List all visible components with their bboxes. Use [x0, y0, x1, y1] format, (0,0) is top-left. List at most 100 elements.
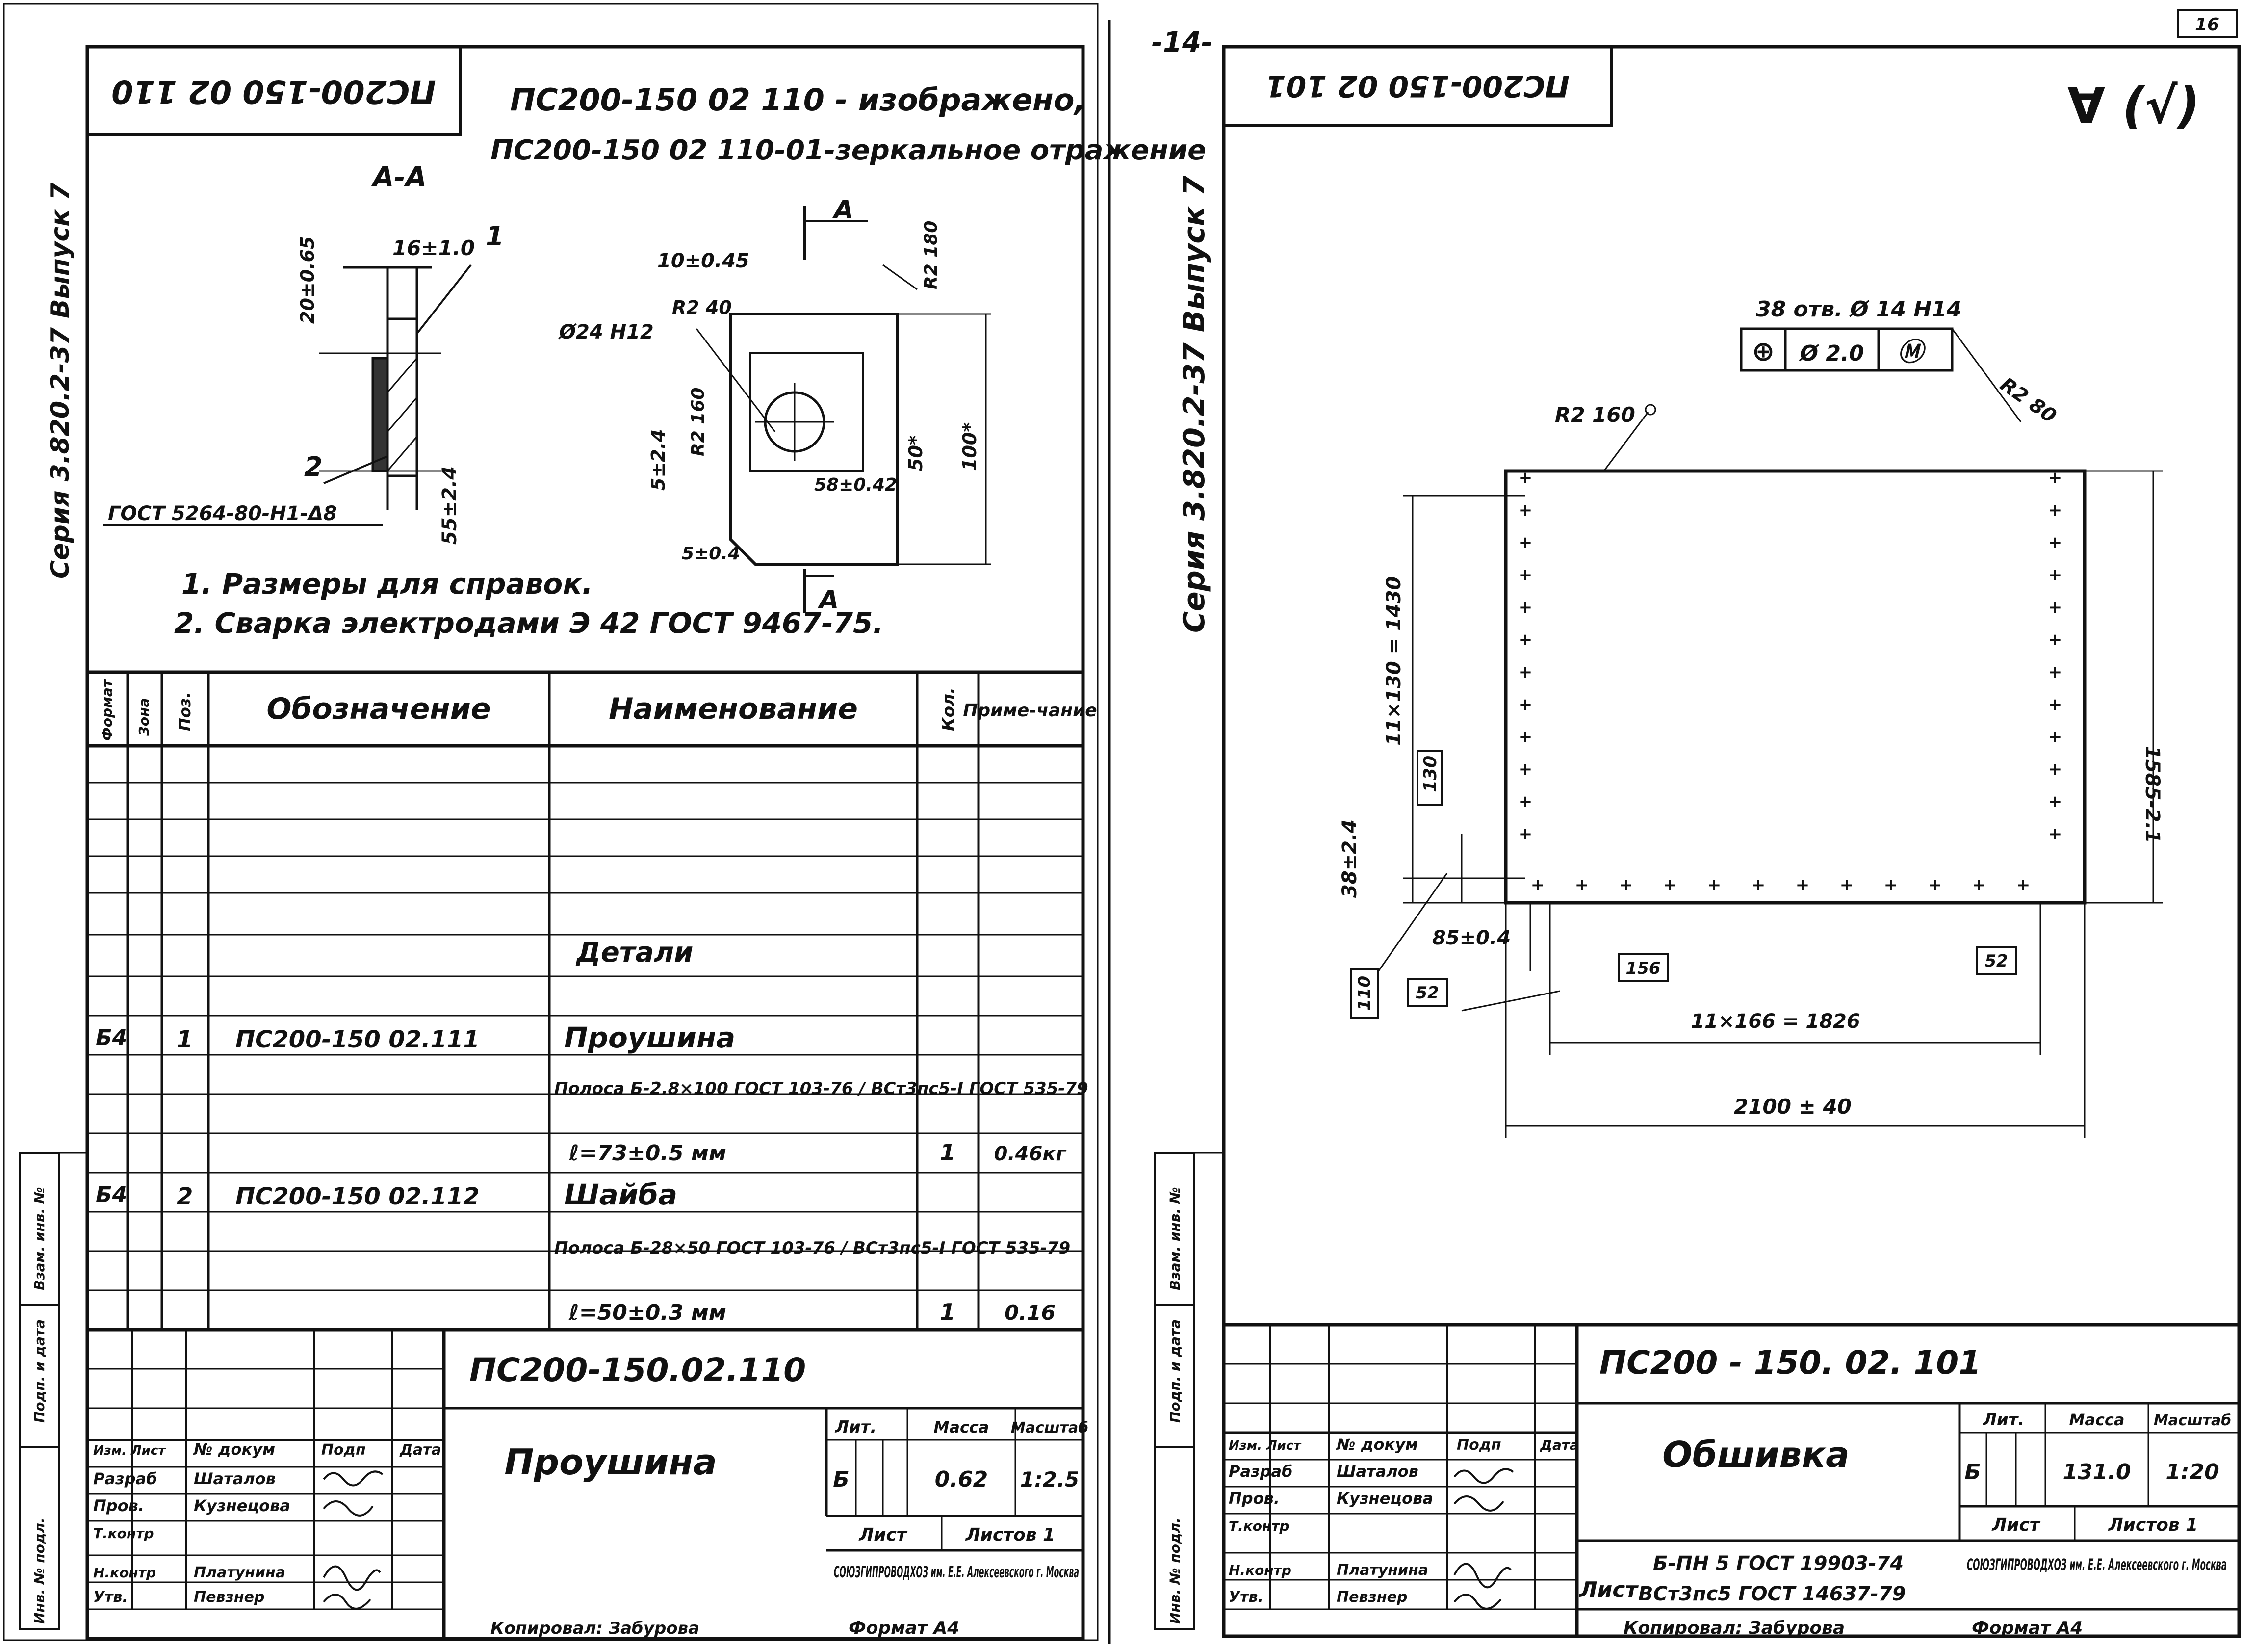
dim-d9: 50* — [905, 435, 927, 471]
left-side-series: Серия 3.820.2-37 Выпуск 7 — [46, 182, 75, 579]
hole-mark: + — [1519, 468, 1533, 488]
left-sheet-label: Лист — [858, 1525, 907, 1545]
left-name-utv: Певзнер — [194, 1589, 264, 1606]
hole-mark: + — [2048, 500, 2062, 520]
right-lit-header: Лит. — [1983, 1410, 2025, 1430]
corner-stamp: 16 — [2195, 15, 2219, 35]
dim-38: 38±2.4 — [1339, 819, 1361, 898]
left-format: Формат А4 — [849, 1618, 959, 1638]
dim-d5: R2 180 — [921, 221, 941, 289]
tol-modifier: Ⓜ — [1898, 338, 1927, 367]
hole-mark: + — [1707, 875, 1722, 895]
spec-row-name: Проушина — [564, 1021, 735, 1054]
hole-mark: + — [1840, 875, 1854, 895]
hole-mark: + — [2048, 598, 2062, 617]
left-sheets-count: Листов 1 — [965, 1525, 1055, 1545]
section-mark-top: А — [832, 195, 853, 225]
note-1: 1. Размеры для справок. — [181, 567, 593, 601]
right-lit: Б — [1964, 1460, 1981, 1485]
leader-2: 2 — [304, 451, 323, 482]
right-mass: 131.0 — [2062, 1460, 2131, 1485]
hole-marks: ++++++++++++++++++++++++++++++++++++ — [1519, 468, 2062, 895]
spec-row-designation: ПС200-150 02.111 — [235, 1026, 480, 1053]
spec-row-name: Полоса Б-2.8×100 ГОСТ 103-76 / ВСт3пс5-I… — [554, 1079, 1088, 1099]
hole-mark: + — [1796, 875, 1810, 895]
dim-d11: 5±0.4 — [682, 544, 740, 564]
spec-row-format: Б4 — [96, 1025, 127, 1050]
dim-d8: 58±0.42 — [814, 475, 897, 495]
spec-row-name: Полоса Б-28×50 ГОСТ 103-76 / ВСт3пс5-I Г… — [554, 1238, 1070, 1258]
right-stamp-vzam: Взам. инв. № — [1167, 1187, 1183, 1290]
hole-mark: + — [1752, 875, 1766, 895]
right-name-utv: Певзнер — [1337, 1589, 1407, 1606]
right-copied: Копировал: Забурова — [1624, 1618, 1845, 1638]
spec-row-pos: 2 — [177, 1183, 193, 1210]
hole-mark: + — [1663, 875, 1677, 895]
spec-row-name: ℓ=73±0.5 мм — [568, 1141, 726, 1166]
right-role-tkontr: Т.контр — [1229, 1518, 1289, 1534]
dim-110: 110 — [1355, 976, 1374, 1011]
right-stamp-podp: Подп. и дата — [1167, 1319, 1183, 1423]
left-sheet-border — [85, 45, 1085, 1641]
spec-head-note: Приме-чание — [963, 701, 1097, 721]
dim-1585: 1585-2.1 — [2141, 746, 2164, 843]
left-header-note-1: ПС200-150 02 110 - изображено, — [510, 82, 1086, 118]
roughness-mark: ∀ (√) — [2067, 77, 2200, 134]
page-number: -14- — [1152, 26, 1212, 58]
right-format: Формат А4 — [1972, 1618, 2083, 1638]
dim-52b: 52 — [1984, 951, 2008, 971]
hole-mark: + — [2048, 824, 2062, 844]
hole-mark: + — [2048, 792, 2062, 811]
dim-2100: 2100 ± 40 — [1734, 1095, 1852, 1119]
hole-mark: + — [2048, 533, 2062, 552]
right-signatures — [1453, 1468, 1514, 1610]
leader-1: 1 — [486, 221, 504, 252]
dim-d3: Ø24 H12 — [558, 321, 654, 343]
right-name-nkontr: Платунина — [1337, 1562, 1428, 1579]
dim-d1: 16±1.0 — [392, 236, 475, 260]
spec-row-name: Детали — [575, 937, 693, 968]
left-signatures — [323, 1470, 384, 1610]
left-header-note-2: ПС200-150 02 110-01-зеркальное отражение — [490, 134, 1206, 166]
right-mass-header: Масса — [2069, 1411, 2125, 1429]
dim-d10: 100* — [959, 422, 980, 471]
left-rotated-code: ПС200-150 02 110 — [111, 73, 436, 109]
spec-row-qty: 1 — [940, 1139, 955, 1166]
right-role-nkontr: Н.контр — [1229, 1562, 1291, 1578]
dim-130: 130 — [1420, 756, 1441, 792]
hole-mark: + — [1519, 695, 1533, 714]
right-sheet-border — [1222, 45, 2241, 1638]
dim-d12: 55±2.4 — [438, 466, 461, 545]
left-name-head: № докум — [193, 1440, 275, 1459]
left-doc-code: ПС200-150.02.110 — [469, 1351, 806, 1389]
left-stamp-podp: Подп. и дата — [31, 1319, 48, 1423]
hole-mark: + — [1928, 875, 1942, 895]
left-col-data: Дата — [399, 1441, 441, 1459]
hole-mark: + — [1531, 875, 1545, 895]
left-role-izm: Изм. Лист — [93, 1443, 166, 1458]
hole-mark: + — [1972, 875, 1986, 895]
left-scale: 1:2.5 — [1020, 1467, 1079, 1491]
hole-mark: + — [1519, 598, 1533, 617]
left-role-razrab: Разраб — [93, 1469, 157, 1488]
dim-d6: R2 160 — [688, 388, 708, 456]
holes-callout: 38 отв. Ø 14 Н14 — [1756, 297, 1961, 322]
dim-d4: R2 40 — [672, 297, 732, 318]
right-role-izm: Изм. Лист — [1229, 1439, 1302, 1453]
left-name-prov: Кузнецова — [194, 1496, 290, 1515]
left-name-razrab: Шаталов — [194, 1469, 276, 1488]
material-line-1: Б-ПН 5 ГОСТ 19903-74 — [1653, 1552, 1904, 1575]
right-role-prov: Пров. — [1229, 1489, 1280, 1508]
lug-plan-view — [696, 206, 991, 613]
hole-mark: + — [2048, 759, 2062, 779]
hole-mark: + — [2048, 630, 2062, 650]
hole-mark: + — [1884, 875, 1898, 895]
spec-rows: Детали Б4 1 ПС200-150 02.111 Проушина По… — [96, 937, 1088, 1325]
dim-d13: 20±0.65 — [297, 236, 318, 324]
hole-mark: + — [1575, 875, 1589, 895]
hole-mark: + — [1619, 875, 1633, 895]
hole-mark: + — [1519, 759, 1533, 779]
dim-52a: 52 — [1416, 983, 1439, 1003]
left-sheet: ПС200-150 02 110 ПС200-150 02 110 - изоб… — [3, 3, 1206, 1641]
